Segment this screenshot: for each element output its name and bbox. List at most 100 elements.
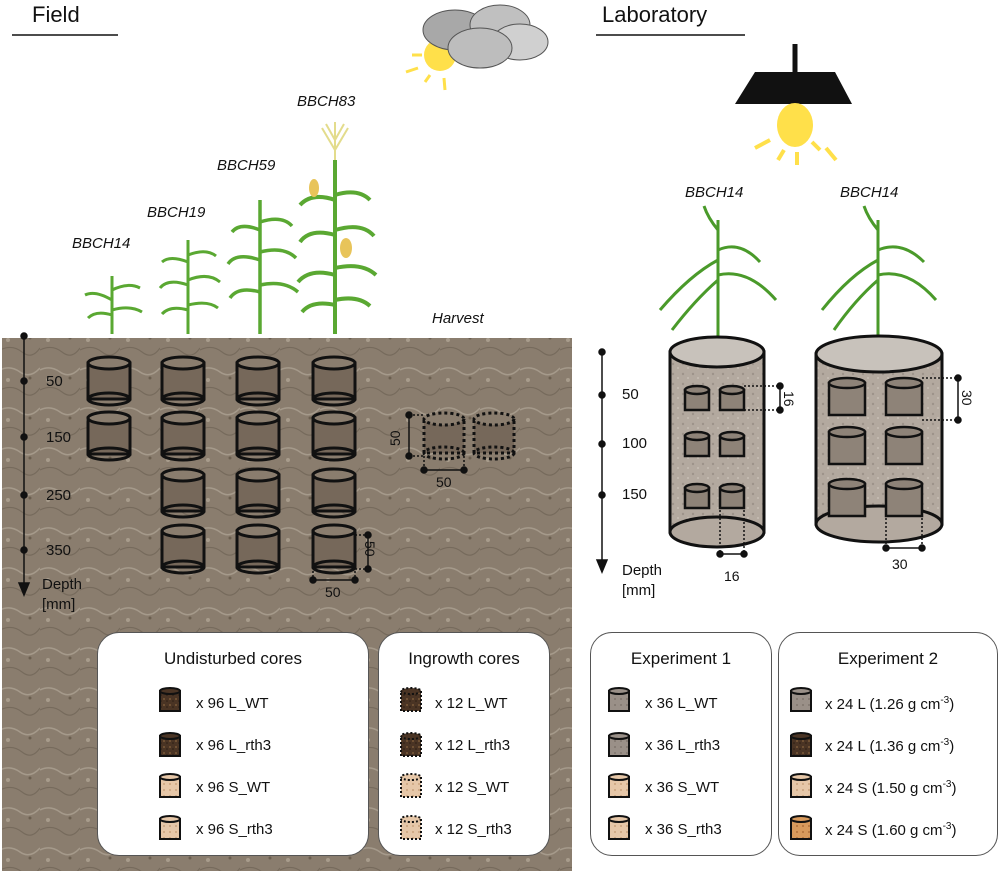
field-core (86, 355, 132, 407)
stage-label: BBCH14 (72, 235, 131, 252)
lab-core (683, 482, 711, 510)
lab-depth-axis-unit: [mm] (622, 582, 656, 599)
legend-ingrowth-cores: Ingrowth cores x 12 L_WT x 12 L_rth3 x 1… (378, 632, 550, 856)
lab-core (827, 477, 867, 518)
ingrowth-core-dimension (405, 411, 468, 474)
depth-tick-label: 350 (46, 542, 72, 559)
lab-stage-label: BBCH14 (685, 184, 744, 201)
maize-plant-bbch14 (84, 276, 143, 334)
legend-title: Experiment 2 (837, 649, 939, 668)
legend-experiment-1: Experiment 1 x 36 L_WT x 36 L_rth3 x 36 … (590, 632, 772, 856)
legend-title: Undisturbed cores (164, 649, 302, 668)
exp2-height-label: 30 (959, 390, 975, 406)
field-ingrowth-cores (422, 411, 516, 461)
depth-tick-label: 50 (46, 373, 63, 390)
legend-item-label: x 36 S_rth3 (645, 821, 722, 838)
lab-pot-experiment-1 (668, 335, 766, 549)
lab-core (718, 430, 746, 458)
legend-item-label: x 96 L_rth3 (196, 737, 272, 754)
legend-exp2-icons (790, 687, 812, 840)
legend-item-label: x 36 L_WT (645, 695, 718, 712)
sand-ingrowth-icon (400, 773, 422, 798)
exp2-width-label: 30 (892, 556, 908, 572)
legend-title: Experiment 1 (630, 649, 732, 668)
depth-axis-label: Depth (42, 576, 83, 593)
lab-maize-plant-2 (820, 205, 938, 352)
exp2-core-dimension (882, 374, 962, 552)
core-height-label: 50 (362, 541, 378, 557)
loam-core-icon (159, 687, 181, 712)
depth-tick-label: 150 (46, 429, 72, 446)
field-core (160, 355, 206, 407)
lab-maize-plant-1 (658, 205, 778, 352)
ingrowth-core (472, 411, 516, 461)
field-core (160, 467, 206, 519)
lab-core (827, 376, 867, 417)
lab-depth-tick-label: 100 (622, 435, 648, 452)
legend-item-label: x 24 L (1.26 g cm-3) (825, 695, 955, 713)
legend-experiment-2: Experiment 2 x 24 L (1.26 g cm-3) x 24 L… (778, 632, 998, 856)
stage-label: BBCH83 (297, 93, 356, 110)
legend-item-label: x 24 L (1.36 g cm-3) (825, 737, 955, 755)
lab-core (683, 384, 711, 412)
stage-label: BBCH19 (147, 204, 206, 221)
loam-ingrowth-icon (400, 732, 422, 757)
depth-tick-label: 250 (46, 487, 72, 504)
field-core (311, 355, 357, 407)
lab-depth-axis-label: Depth (622, 562, 663, 579)
loam-core-icon (790, 732, 812, 757)
lab-depth-tick-label: 50 (622, 386, 639, 403)
lab-title: Laboratory (602, 2, 708, 27)
legend-item-label: x 12 S_rth3 (435, 821, 512, 838)
grey-core-icon (608, 687, 630, 712)
lab-stage-label: BBCH14 (840, 184, 899, 201)
harvest-label: Harvest (432, 310, 484, 327)
legend-item-label: x 24 S (1.60 g cm-3) (825, 821, 957, 839)
legend-core-icons (159, 687, 181, 840)
sand-ingrowth-icon (400, 815, 422, 840)
lab-core (884, 425, 924, 466)
field-undisturbed-cores (86, 355, 357, 575)
legend-item-label: x 24 S (1.50 g cm-3) (825, 779, 957, 797)
sun-cloud-icon (405, 4, 549, 91)
field-core (311, 410, 357, 462)
lab-core (884, 477, 924, 518)
loam-core-icon (159, 732, 181, 757)
field-core (235, 355, 281, 407)
sand-core-icon (159, 815, 181, 840)
lab-core (718, 384, 746, 412)
legend-item-label: x 96 L_WT (196, 695, 269, 712)
legend-exp1-icons (608, 687, 630, 840)
maize-plant-bbch59 (226, 200, 300, 334)
ingrowth-width-label: 50 (436, 474, 452, 490)
field-depth-axis (17, 332, 31, 597)
field-core (160, 410, 206, 462)
lab-pot-experiment-2 (814, 334, 944, 544)
sand-core-icon (790, 773, 812, 798)
lamp-icon (735, 44, 852, 165)
legend-item-label: x 96 S_WT (196, 779, 271, 796)
sand-core-icon (608, 773, 630, 798)
legend-item-label: x 36 L_rth3 (645, 737, 721, 754)
ingrowth-core (422, 411, 466, 461)
sand-core-icon (608, 815, 630, 840)
grey-core-icon (608, 732, 630, 757)
field-core-dimension (309, 531, 372, 584)
core-width-label: 50 (325, 584, 341, 600)
lab-depth-tick-label: 150 (622, 486, 648, 503)
legend-item-label: x 96 S_rth3 (196, 821, 273, 838)
dense-sand-core-icon (790, 815, 812, 840)
field-title: Field (32, 2, 80, 27)
legend-item-label: x 36 S_WT (645, 779, 720, 796)
lab-core (827, 425, 867, 466)
lab-core (884, 376, 924, 417)
maize-plant-bbch83 (296, 122, 378, 334)
legend-ingrowth-icons (400, 687, 422, 840)
depth-axis-unit: [mm] (42, 596, 76, 613)
ingrowth-height-label: 50 (387, 430, 403, 446)
legend-undisturbed-cores: Undisturbed cores x 96 L_WT x 96 L_rth3 … (97, 632, 369, 856)
field-core (160, 523, 206, 575)
field-core (311, 467, 357, 519)
loam-ingrowth-icon (400, 687, 422, 712)
